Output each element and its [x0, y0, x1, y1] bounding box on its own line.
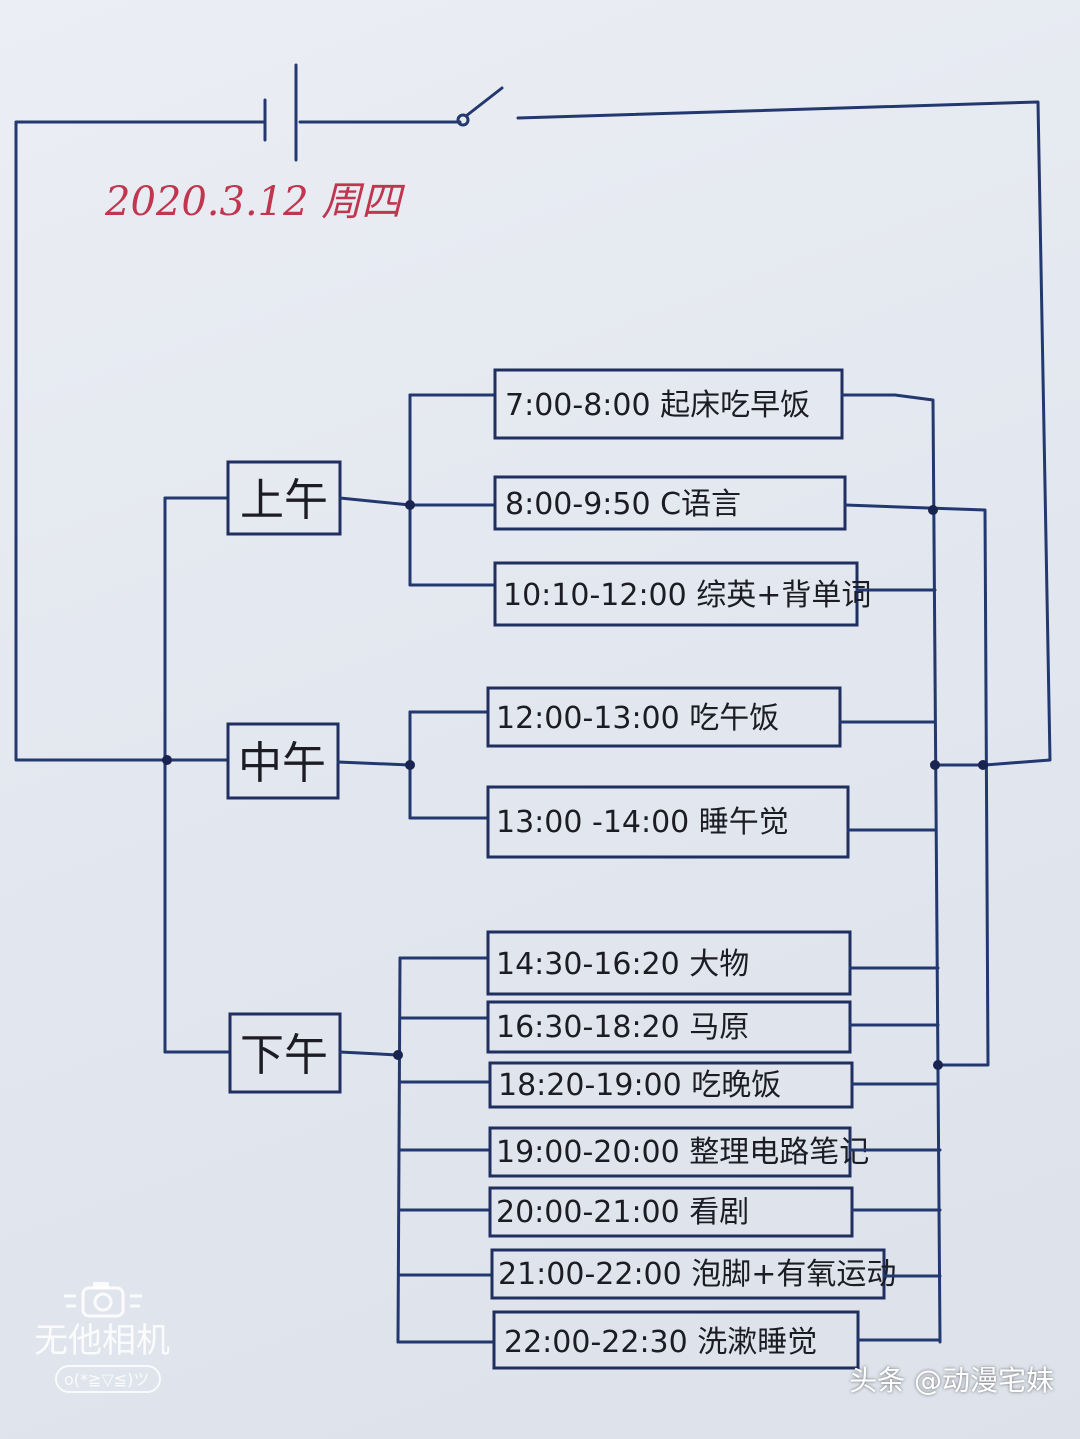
camera-watermark: 无他相机 o(*≧▽≦)ツ [34, 1282, 170, 1393]
task-box: 10:10-12:00 综英+背单词 [493, 561, 871, 627]
task-box: 16:30-18:20 马原 [486, 1000, 852, 1054]
am-branch-wires [338, 393, 497, 587]
noon-branch-wires [336, 710, 490, 820]
main-loop-wires [14, 100, 1052, 767]
period-label: 中午 [238, 738, 326, 789]
task-box: 21:00-22:00 泡脚+有氧运动 [490, 1248, 896, 1300]
watermark-title: 无他相机 [34, 1321, 170, 1361]
period-am: 上午 [226, 460, 342, 536]
task-label: 22:00-22:30 洗漱睡觉 [504, 1325, 817, 1360]
task-box: 12:00-13:00 吃午饭 [486, 686, 842, 748]
switch-icon [456, 86, 504, 127]
battery-icon [263, 63, 298, 162]
pm-branch-wires [338, 956, 496, 1344]
watermark-emoticon: o(*≧▽≦)ツ [64, 1370, 149, 1389]
task-box: 22:00-22:30 洗漱睡觉 [492, 1310, 860, 1370]
period-label: 下午 [240, 1030, 328, 1081]
task-label: 14:30-16:20 大物 [496, 947, 749, 982]
task-label: 13:00 -14:00 睡午觉 [496, 805, 789, 840]
task-label: 10:10-12:00 综英+背单词 [503, 578, 871, 613]
date-label: 2020.3.12 周四 [104, 179, 405, 225]
task-box: 18:20-19:00 吃晚饭 [488, 1061, 854, 1109]
task-label: 20:00-21:00 看剧 [496, 1195, 749, 1230]
period-label: 上午 [240, 475, 328, 526]
task-box: 8:00-9:50 C语言 [493, 475, 847, 531]
credit-label: 头条 @动漫宅妹 [849, 1364, 1054, 1397]
task-label: 16:30-18:20 马原 [496, 1010, 749, 1045]
left-trunk-wires [162, 496, 230, 1054]
period-pm: 下午 [228, 1012, 342, 1094]
task-label: 7:00-8:00 起床吃早饭 [505, 388, 810, 423]
period-noon: 中午 [226, 722, 340, 800]
task-box: 19:00-20:00 整理电路笔记 [488, 1126, 869, 1178]
task-label: 19:00-20:00 整理电路笔记 [496, 1135, 869, 1170]
task-box: 14:30-16:20 大物 [486, 930, 852, 996]
task-label: 12:00-13:00 吃午饭 [496, 701, 779, 736]
task-box: 7:00-8:00 起床吃早饭 [493, 368, 844, 440]
task-box: 20:00-21:00 看剧 [488, 1186, 854, 1238]
task-box: 13:00 -14:00 睡午觉 [486, 785, 850, 859]
right-collector-wires [838, 393, 990, 1344]
task-label: 8:00-9:50 C语言 [505, 487, 741, 522]
camera-icon [64, 1282, 142, 1318]
task-label: 18:20-19:00 吃晚饭 [498, 1068, 781, 1103]
task-label: 21:00-22:00 泡脚+有氧运动 [498, 1257, 896, 1292]
